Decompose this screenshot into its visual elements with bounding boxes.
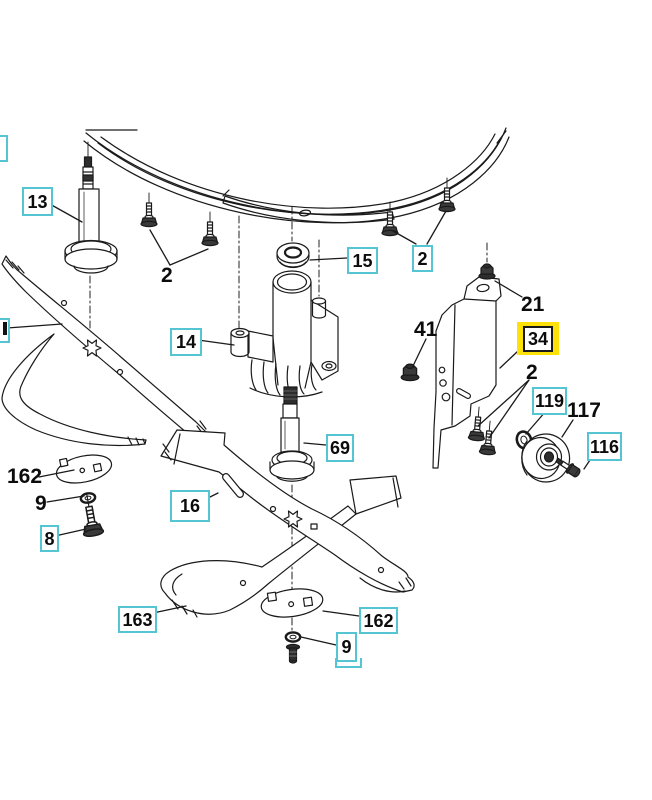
callout-162-right[interactable]: 162 [359, 607, 398, 634]
callout-162-left: 162 [7, 464, 43, 488]
callout-117: 117 [567, 398, 601, 422]
bearing-15 [276, 242, 310, 269]
spindle-housing-14 [230, 270, 339, 398]
gauge-wheel-bracket-34 [432, 276, 502, 469]
callout-34[interactable]: 34 [522, 325, 554, 352]
callout-fragment-mid-left [0, 318, 10, 343]
callout-69[interactable]: 69 [326, 434, 354, 462]
blade-163 [160, 475, 402, 618]
nut-21 [478, 263, 496, 280]
callout-34-highlight[interactable]: 34 [517, 322, 559, 355]
callout-116[interactable]: 116 [587, 432, 622, 461]
callout-9-left: 9 [35, 491, 47, 515]
shoulder-bolt-116 [555, 457, 581, 478]
washer-9-right [284, 631, 302, 643]
callout-13[interactable]: 13 [22, 187, 53, 216]
callout-9-right[interactable]: 9 [336, 632, 357, 662]
mounting-screws [140, 177, 456, 247]
callout-8[interactable]: 8 [40, 525, 59, 552]
callout-15[interactable]: 15 [347, 247, 378, 274]
callout-fragment-under-9 [335, 658, 362, 668]
blade-keeper-162-right [260, 588, 324, 618]
spindle-shaft-69 [269, 386, 315, 482]
blade-bolt [285, 643, 301, 664]
callout-14[interactable]: 14 [170, 328, 202, 356]
callout-16[interactable]: 16 [170, 490, 210, 522]
callout-119[interactable]: 119 [532, 387, 567, 415]
callout-2-top-right[interactable]: 2 [412, 245, 433, 272]
spindle-assembly-13 [64, 141, 118, 274]
washer-119 [515, 430, 533, 450]
blade-16 [160, 429, 415, 593]
callout-163[interactable]: 163 [118, 606, 157, 633]
spacer-bushing [311, 297, 327, 319]
deck-housing-outline [83, 127, 510, 224]
callout-2-bracket: 2 [526, 360, 538, 384]
gauge-wheel-117 [521, 433, 571, 483]
callout-21: 21 [521, 292, 545, 316]
leader-lines [6, 202, 593, 646]
blade-keeper-162-left [55, 454, 113, 484]
callout-41: 41 [414, 317, 438, 341]
callout-fragment-top-left [0, 135, 8, 162]
callout-2-left: 2 [161, 263, 173, 287]
nut-41 [400, 363, 420, 382]
